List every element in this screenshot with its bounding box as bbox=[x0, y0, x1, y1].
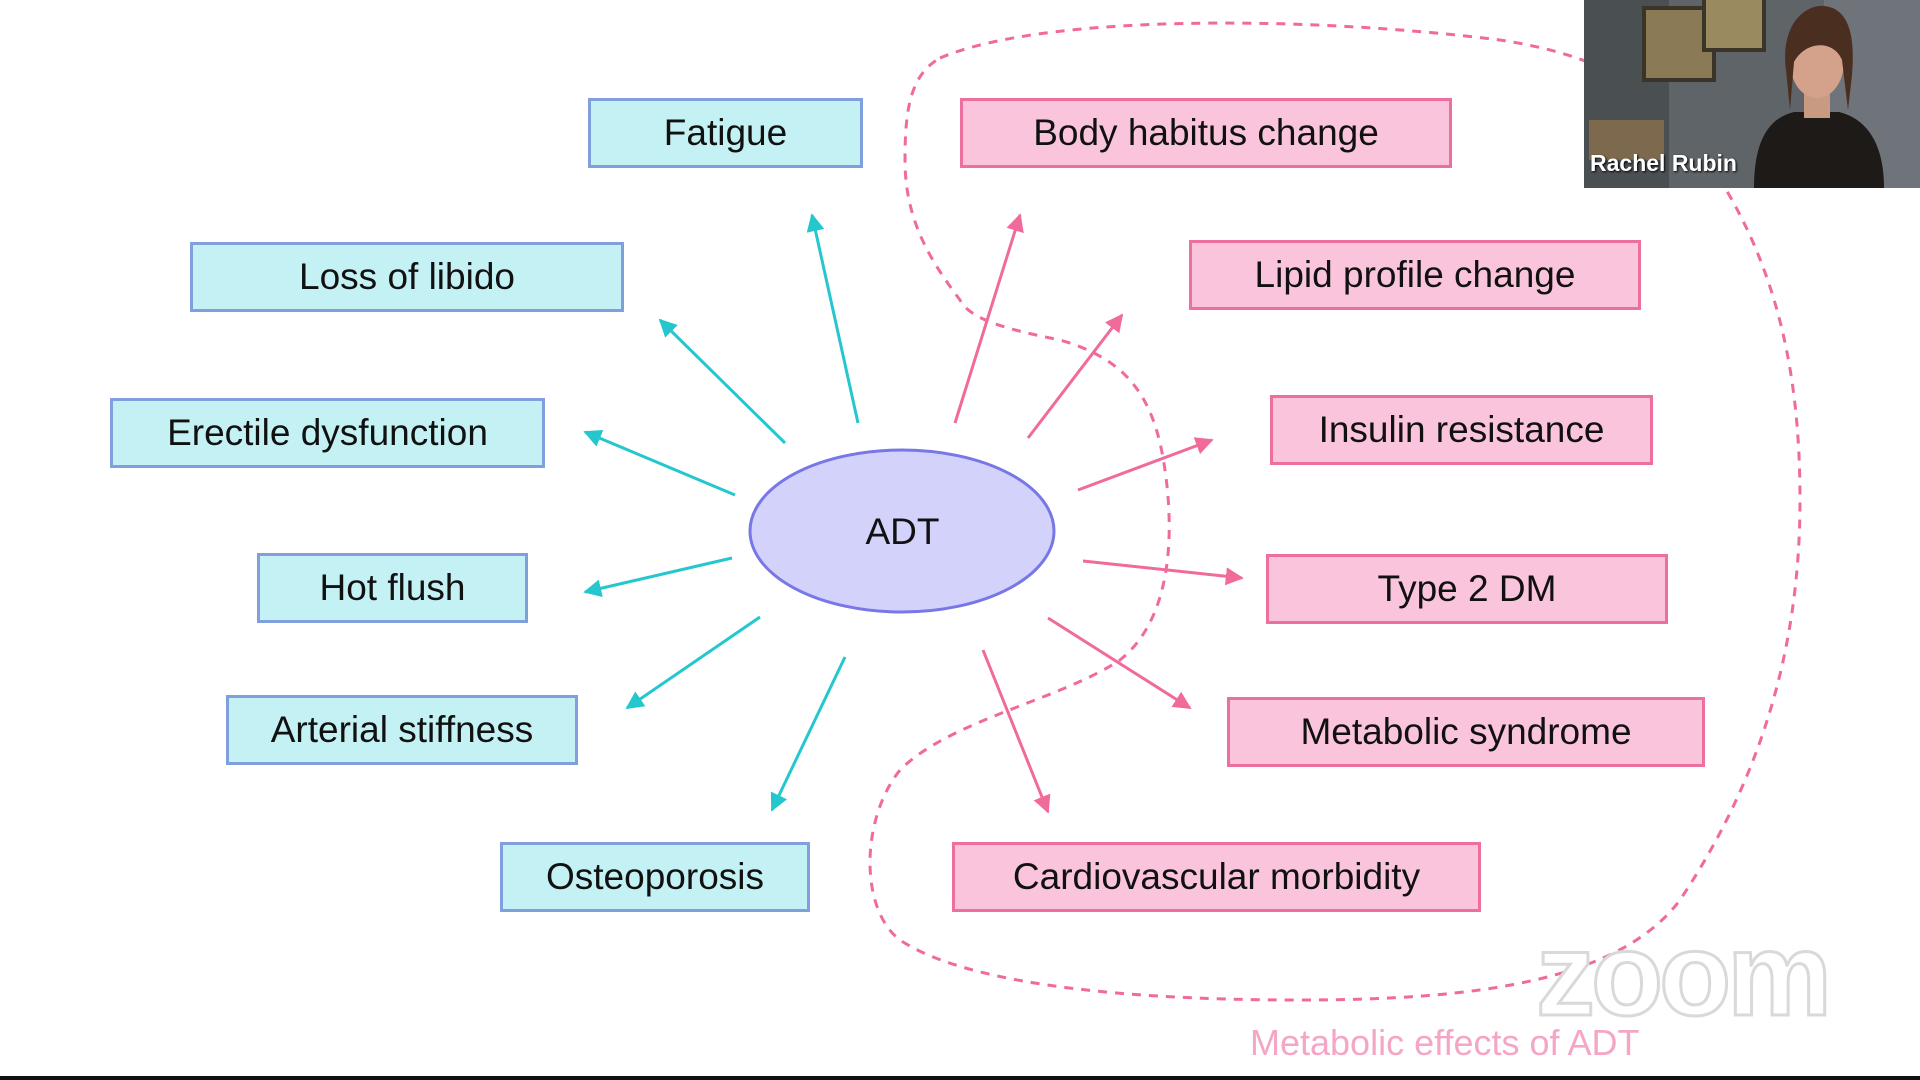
arrow-to-type-2-dm bbox=[1082, 559, 1244, 586]
effect-box-lipid-profile-change: Lipid profile change bbox=[1189, 240, 1641, 310]
effect-box-arterial-stiffness: Arterial stiffness bbox=[226, 695, 578, 765]
effect-box-insulin-resistance: Insulin resistance bbox=[1270, 395, 1653, 465]
participant-video-feed bbox=[1584, 0, 1920, 188]
effect-box-fatigue: Fatigue bbox=[588, 98, 863, 168]
arrow-to-body-habitus-change bbox=[953, 213, 1024, 424]
zoom-watermark-logo: zoom bbox=[1535, 909, 1834, 1041]
effect-box-loss-of-libido: Loss of libido bbox=[190, 242, 624, 312]
arrow-to-insulin-resistance bbox=[1077, 437, 1214, 492]
effect-box-osteoporosis: Osteoporosis bbox=[500, 842, 810, 912]
arrow-to-arterial-stiffness bbox=[625, 615, 761, 710]
arrow-to-hot-flush bbox=[583, 556, 733, 598]
arrow-group bbox=[583, 213, 1244, 814]
effect-box-metabolic-syndrome: Metabolic syndrome bbox=[1227, 697, 1705, 767]
arrow-to-fatigue bbox=[806, 213, 860, 424]
bottom-edge-bar bbox=[0, 1076, 1920, 1080]
arrow-to-osteoporosis bbox=[770, 656, 847, 812]
arrow-to-erectile-dysfunction bbox=[583, 429, 736, 497]
arrow-to-loss-of-libido bbox=[658, 318, 787, 445]
arrow-to-lipid-profile-change bbox=[1026, 313, 1124, 439]
arrow-to-cardiovascular-morbidity bbox=[981, 649, 1051, 814]
effect-box-type-2-dm: Type 2 DM bbox=[1266, 554, 1668, 624]
participant-name-label: Rachel Rubin bbox=[1590, 150, 1737, 176]
effect-box-body-habitus-change: Body habitus change bbox=[960, 98, 1452, 168]
participant-video-tile[interactable]: Rachel Rubin bbox=[1584, 0, 1920, 188]
adt-ellipse bbox=[748, 448, 1056, 614]
effect-box-hot-flush: Hot flush bbox=[257, 553, 528, 623]
effect-box-erectile-dysfunction: Erectile dysfunction bbox=[110, 398, 545, 468]
effect-box-cardiovascular-morbidity: Cardiovascular morbidity bbox=[952, 842, 1481, 912]
center-label: ADT bbox=[865, 511, 940, 552]
slide-caption: Metabolic effects of ADT bbox=[1250, 1022, 1640, 1063]
arrow-to-metabolic-syndrome bbox=[1047, 616, 1192, 710]
